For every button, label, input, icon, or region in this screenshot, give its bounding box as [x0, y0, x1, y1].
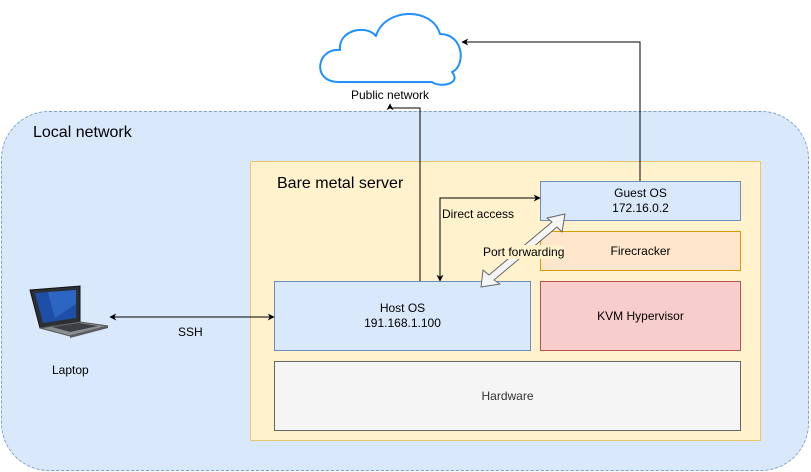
- firecracker-label: Firecracker: [610, 243, 671, 258]
- direct-access-arrow: [436, 194, 541, 282]
- hardware-label: Hardware: [481, 388, 534, 403]
- guest-os-ip: 172.16.0.2: [612, 201, 669, 215]
- firecracker-box[interactable]: Firecracker: [540, 231, 741, 271]
- guest-os-title: Guest OS: [614, 186, 667, 200]
- direct-access-label: Direct access: [442, 207, 515, 221]
- bare-metal-server-label: Bare metal server: [277, 175, 404, 192]
- laptop-label: Laptop: [52, 363, 89, 377]
- host-to-public-network-arrow: [386, 103, 421, 281]
- host-os-title: Host OS: [379, 301, 426, 315]
- ssh-label: SSH: [178, 325, 203, 339]
- host-os-ip: 191.168.1.100: [364, 316, 441, 330]
- local-network-label: Local network: [33, 124, 132, 141]
- port-forwarding-label: Port forwarding: [483, 245, 565, 259]
- host-os-box[interactable]: Host OS 191.168.1.100: [274, 281, 531, 351]
- laptop-icon: [29, 285, 109, 338]
- public-network-label: Public network: [351, 88, 430, 102]
- kvm-hypervisor-box[interactable]: KVM Hypervisor: [540, 281, 741, 351]
- hardware-box[interactable]: Hardware: [274, 361, 741, 431]
- guest-os-box[interactable]: Guest OS 172.16.0.2: [540, 181, 741, 221]
- guest-to-cloud-arrow: [461, 38, 641, 181]
- kvm-hypervisor-label: KVM Hypervisor: [597, 308, 684, 323]
- cloud-icon: [319, 13, 462, 86]
